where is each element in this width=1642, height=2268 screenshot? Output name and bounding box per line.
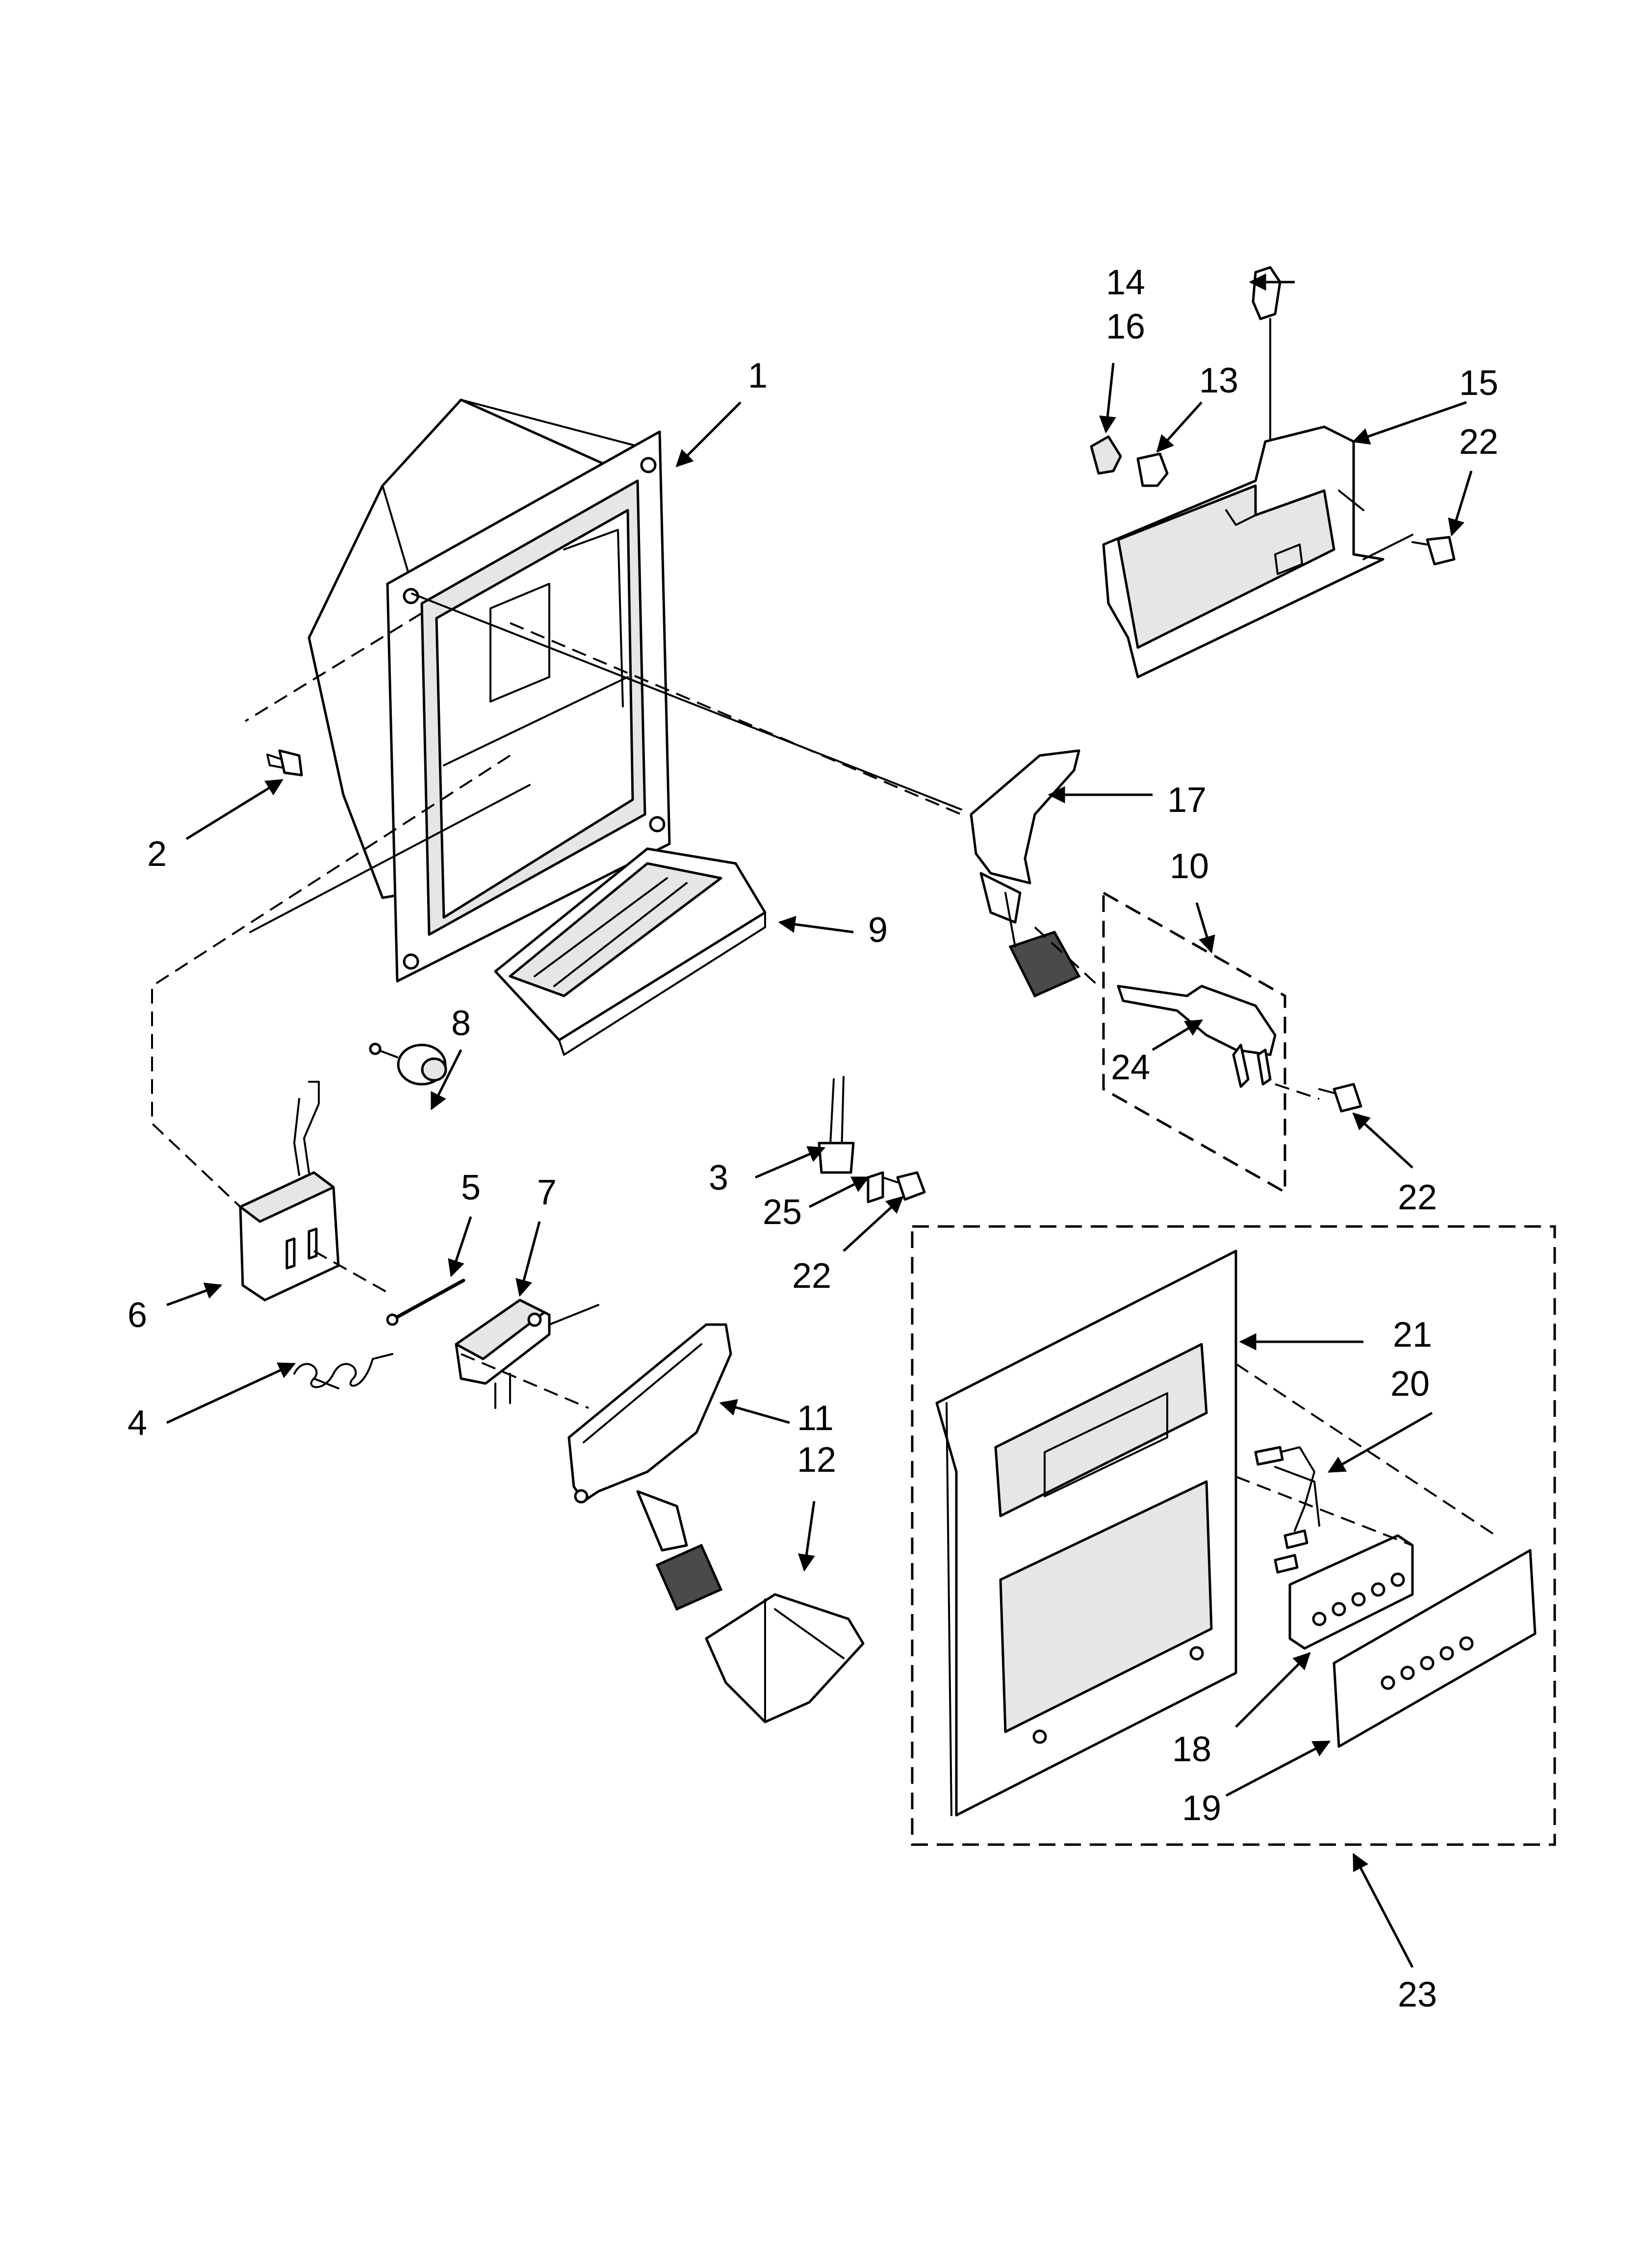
callout-17: 17: [1167, 781, 1206, 820]
callout-15: 15: [1459, 364, 1498, 403]
switch-group-box: [1102, 890, 1286, 1195]
callout-1: 1: [748, 356, 768, 395]
water-lever: [970, 749, 1081, 998]
clip-3: [818, 1076, 855, 1174]
callout-14: 14: [1106, 263, 1145, 302]
solenoid-8: [369, 1043, 447, 1086]
callout-22-top: 22: [1459, 422, 1498, 462]
wire-harness-20: [1254, 1446, 1320, 1574]
callout-7: 7: [537, 1173, 557, 1212]
screw-22-center: [882, 1171, 926, 1201]
callout-13: 13: [1199, 361, 1238, 400]
dispenser-housing: [308, 398, 671, 983]
ice-chute-12: [705, 1593, 865, 1723]
actuator-7: [455, 1299, 599, 1409]
callout-21: 21: [1393, 1315, 1432, 1355]
callout-16: 16: [1106, 307, 1145, 346]
callout-2: 2: [147, 834, 167, 874]
callout-9: 9: [868, 911, 888, 950]
light-housing-assembly: [1090, 266, 1385, 678]
control-board-18: [1288, 1534, 1414, 1650]
callout-23: 23: [1398, 1975, 1437, 2014]
callout-8: 8: [451, 1004, 471, 1043]
front-panel-group-box: [911, 1225, 1556, 1846]
callout-6: 6: [128, 1296, 147, 1335]
callout-3: 3: [709, 1158, 728, 1198]
assembly-lines: [151, 593, 1497, 1546]
control-module-6: [239, 1081, 340, 1302]
rod-5: [386, 1278, 465, 1326]
spring-4: [293, 1353, 393, 1389]
drip-tray: [494, 847, 767, 1056]
callout-5: 5: [461, 1168, 481, 1207]
callout-12: 12: [797, 1440, 836, 1480]
spacer-25: [867, 1171, 884, 1203]
callout-10: 10: [1170, 847, 1209, 886]
callout-22-center: 22: [792, 1256, 831, 1296]
screw-2: [266, 749, 303, 777]
callout-11: 11: [797, 1399, 834, 1438]
leader-arrows: [166, 273, 1473, 1968]
dispenser-front-21: [935, 1250, 1237, 1817]
screw-22-middle: [1318, 1083, 1362, 1113]
callout-18: 18: [1172, 1730, 1211, 1769]
callout-22-middle: 22: [1398, 1178, 1437, 1217]
control-panel-overlay-19: [1333, 1549, 1537, 1748]
ice-paddle-11: [567, 1323, 732, 1611]
callout-20: 20: [1390, 1364, 1430, 1404]
callout-labels: 1 2 9 17 10 24 22 14 16 13 15 22 8 5 7 6…: [128, 263, 1498, 2014]
callout-19: 19: [1182, 1789, 1221, 1828]
callout-24: 24: [1111, 1048, 1150, 1087]
callout-25: 25: [763, 1193, 802, 1232]
screw-22-top: [1362, 534, 1456, 566]
callout-4: 4: [128, 1404, 147, 1443]
